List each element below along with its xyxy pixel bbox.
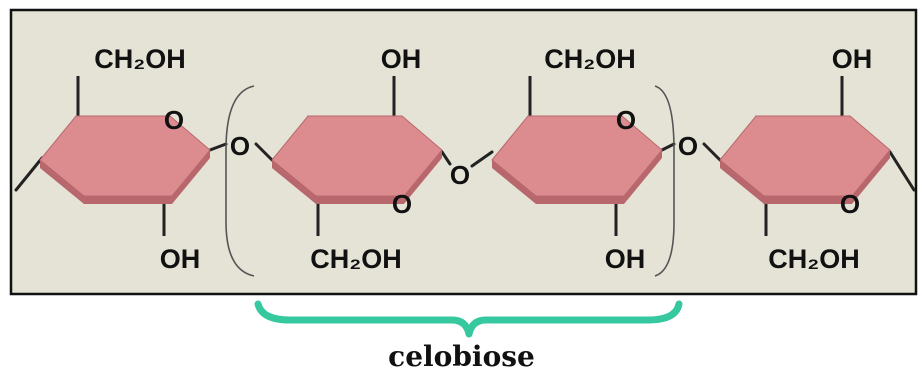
glucose-rings: O O O O [39, 105, 891, 219]
glucose-ring-1: O [39, 105, 211, 204]
chain-bond-6 [660, 142, 676, 152]
glucose-ring-3: O [491, 105, 663, 204]
ring-3-face [491, 115, 663, 197]
chain-bond-3 [254, 142, 274, 162]
ring-2-oxygen: O [392, 189, 412, 219]
ring-4-oxygen: O [840, 189, 860, 219]
glycosidic-oxygen-3: O [678, 131, 698, 161]
ring-1-oxygen: O [164, 105, 184, 135]
repeat-bracket-left [225, 85, 255, 277]
celobiose-label: celobiose [388, 340, 535, 373]
ring-1-bottom-group: OH [160, 244, 201, 274]
ring-3-oxygen: O [616, 105, 636, 135]
chain-bond-2 [208, 142, 228, 152]
glucose-ring-2: O [271, 115, 443, 219]
glycosidic-oxygen-2: O [450, 160, 470, 190]
ring-4-top-group: OH [832, 44, 873, 74]
chain-bond-8 [888, 150, 916, 192]
chain-bond-1 [14, 156, 44, 192]
ring-2-top-group: OH [381, 44, 422, 74]
ring-4-face [719, 115, 891, 197]
chain-bonds [14, 76, 916, 236]
glucose-ring-4: O [719, 115, 891, 219]
chain-bond-4 [440, 150, 452, 166]
ring-3-bottom-group: OH [605, 244, 646, 274]
ring-2-face [271, 115, 443, 197]
repeat-bracket-right [654, 85, 675, 277]
ring-1-face [39, 115, 211, 197]
ring-1-top-group: CH₂OH [94, 44, 186, 74]
ring-3-top-group: CH₂OH [544, 44, 636, 74]
ring-2-bottom-group: CH₂OH [310, 244, 402, 274]
glycosidic-oxygen-1: O [230, 131, 250, 161]
chain-bond-5 [470, 150, 494, 168]
chain-bond-7 [702, 142, 722, 162]
ring-4-bottom-group: CH₂OH [768, 244, 860, 274]
celobiose-brace [254, 300, 683, 338]
